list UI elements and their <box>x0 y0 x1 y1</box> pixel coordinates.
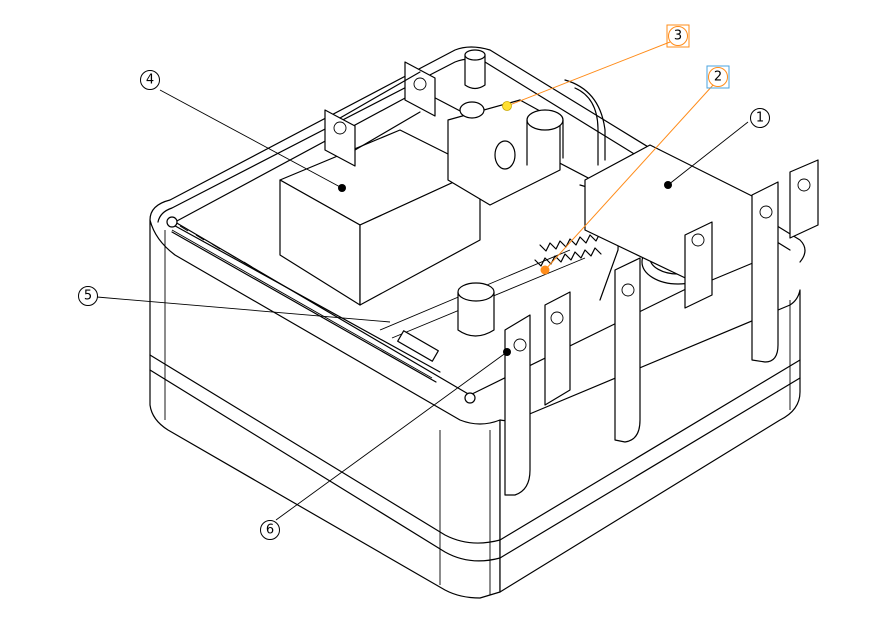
cylinder-post <box>457 282 495 337</box>
callout-3[interactable]: 3 <box>666 24 690 48</box>
dot-4 <box>338 184 346 192</box>
callout-2-select-box <box>706 65 730 89</box>
relay-block <box>279 61 481 306</box>
callout-4[interactable]: 4 <box>140 70 160 90</box>
callout-4-label: 4 <box>146 73 154 88</box>
callout-1[interactable]: 1 <box>750 108 770 128</box>
terminal-tabs <box>504 159 819 496</box>
leader-5 <box>96 296 391 323</box>
callout-6[interactable]: 6 <box>260 520 280 540</box>
callout-3-label: 3 <box>674 29 682 44</box>
callout-5[interactable]: 5 <box>78 286 98 306</box>
dot-1 <box>664 181 672 189</box>
callout-5-label: 5 <box>84 289 92 304</box>
leader-lines <box>96 41 749 521</box>
screw-boss <box>464 49 486 90</box>
dot-6 <box>503 348 511 356</box>
spring <box>534 232 607 267</box>
callout-2-label: 2 <box>714 70 722 85</box>
leader-4 <box>159 89 343 189</box>
leader-6 <box>275 351 508 521</box>
callout-6-label: 6 <box>266 523 274 538</box>
callout-1-label: 1 <box>756 111 764 126</box>
comb-rail <box>166 216 476 404</box>
dot-3 <box>502 101 512 111</box>
divider-plate <box>584 144 761 286</box>
leader-1 <box>667 121 749 186</box>
dot-2 <box>540 265 550 275</box>
leader-2 <box>544 83 715 271</box>
leader-dots <box>338 101 672 356</box>
callout-2[interactable]: 2 <box>706 65 730 89</box>
callout-3-select-box <box>666 24 690 48</box>
switch-component <box>447 99 564 206</box>
leader-3 <box>506 41 671 107</box>
